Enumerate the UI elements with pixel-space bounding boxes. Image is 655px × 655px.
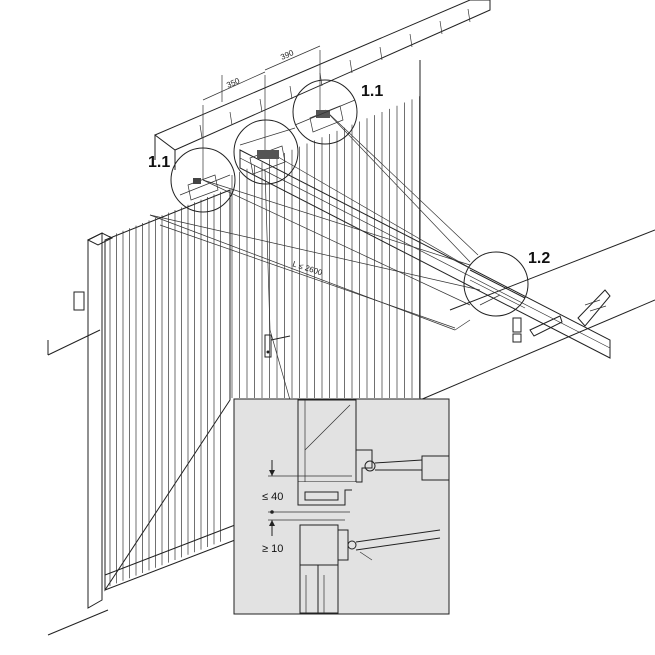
detail-circle-left bbox=[170, 147, 236, 213]
dimension-markers bbox=[202, 45, 321, 180]
gap-min-label: ≥ 10 bbox=[262, 543, 283, 555]
lintel bbox=[154, 0, 491, 170]
gate-pillar bbox=[47, 232, 114, 636]
callout-1-1-right: 1.1 bbox=[361, 83, 383, 100]
door-handle bbox=[264, 334, 291, 358]
motor-bracket bbox=[512, 289, 611, 343]
detail-circle-center bbox=[233, 119, 299, 185]
inset-detail bbox=[233, 398, 450, 615]
detail-circle-right bbox=[292, 79, 358, 145]
operator-arm bbox=[239, 149, 611, 359]
gate-leaf bbox=[104, 96, 420, 592]
detail-circle-motor bbox=[463, 251, 529, 317]
leader-lines bbox=[149, 109, 481, 401]
gap-max-label: ≤ 40 bbox=[262, 491, 283, 503]
dim-length: L ≤ 2600 bbox=[291, 259, 324, 277]
callout-1-1-left: 1.1 bbox=[148, 154, 170, 171]
callout-1-2: 1.2 bbox=[528, 250, 550, 267]
wall-right bbox=[419, 60, 655, 401]
dim-350: 350 bbox=[225, 76, 241, 90]
dim-390: 390 bbox=[279, 48, 295, 62]
